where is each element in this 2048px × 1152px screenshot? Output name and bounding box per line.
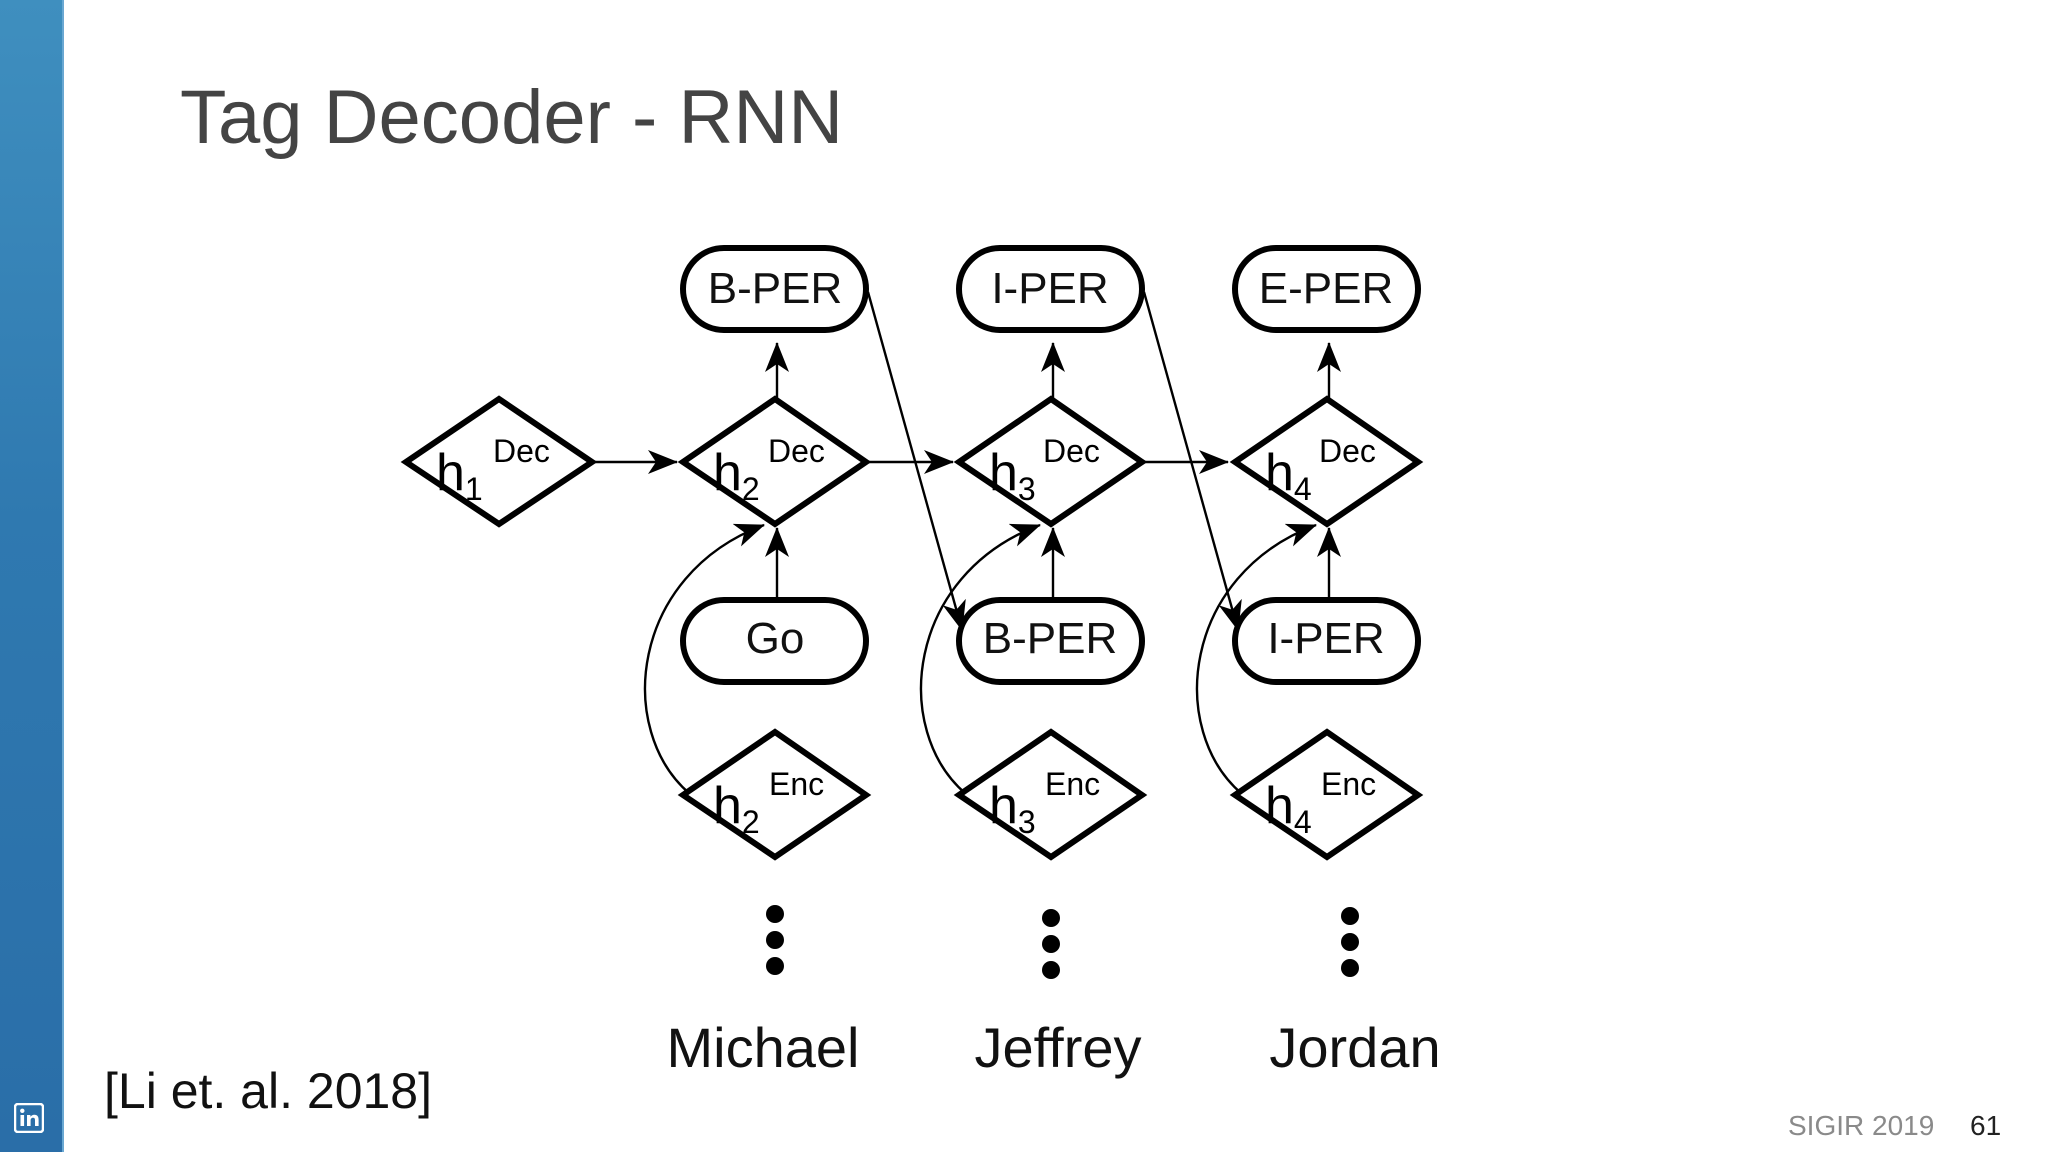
input-word-1: Michael bbox=[667, 1016, 860, 1079]
decoder-state-4: h4 Dec bbox=[1229, 395, 1424, 528]
ellipsis-2 bbox=[1042, 909, 1060, 979]
input-word-3: Jordan bbox=[1269, 1016, 1440, 1079]
arrow-out2-in3 bbox=[1142, 291, 1242, 631]
decoder-state-2: h2 Dec bbox=[677, 395, 872, 528]
arrow-enc2-dec2 bbox=[643, 523, 765, 795]
encoder-state-3-sub: 3 bbox=[1018, 804, 1036, 840]
svg-text:h4: h4 bbox=[1265, 444, 1312, 507]
decoder-state-2-sub: 2 bbox=[742, 471, 760, 507]
ellipsis-1 bbox=[766, 905, 784, 975]
encoder-state-4: h4 Enc bbox=[1229, 728, 1424, 861]
decoder-state-3: h3 Dec bbox=[953, 395, 1148, 528]
encoder-state-3-sup: Enc bbox=[1045, 766, 1100, 802]
decoder-state-2-base: h bbox=[713, 444, 742, 502]
arrow-out1-in2 bbox=[866, 291, 966, 631]
input-tag-2: B-PER bbox=[956, 597, 1145, 685]
decoder-state-3-base: h bbox=[989, 444, 1018, 502]
input-word-2: Jeffrey bbox=[974, 1016, 1141, 1079]
svg-text:h2: h2 bbox=[713, 444, 760, 507]
decoder-state-3-sub: 3 bbox=[1018, 471, 1036, 507]
encoder-state-2-sup: Enc bbox=[769, 766, 824, 802]
encoder-state-2-sub: 2 bbox=[742, 804, 760, 840]
linkedin-icon bbox=[14, 1103, 44, 1133]
encoder-state-4-sub: 4 bbox=[1294, 804, 1312, 840]
svg-text:h2: h2 bbox=[713, 777, 760, 840]
encoder-state-3: h3 Enc bbox=[953, 728, 1148, 861]
output-tag-2-label: I-PER bbox=[991, 264, 1108, 313]
output-tag-3-label: E-PER bbox=[1259, 264, 1393, 313]
input-tag-1: Go bbox=[680, 597, 869, 685]
input-tag-3-label: I-PER bbox=[1267, 614, 1384, 663]
encoder-state-3-base: h bbox=[989, 777, 1018, 835]
input-tag-3: I-PER bbox=[1232, 597, 1421, 685]
decoder-state-1: h1 Dec bbox=[400, 395, 598, 528]
decoder-state-1-sup: Dec bbox=[493, 433, 550, 469]
arrow-enc3-dec3 bbox=[919, 523, 1041, 795]
encoder-state-4-base: h bbox=[1265, 777, 1294, 835]
svg-text:h3: h3 bbox=[989, 444, 1036, 507]
page-title: Tag Decoder - RNN bbox=[180, 75, 844, 160]
encoder-state-4-sup: Enc bbox=[1321, 766, 1376, 802]
sidebar-band bbox=[0, 0, 64, 1152]
svg-text:h1: h1 bbox=[436, 444, 483, 507]
decoder-state-2-sup: Dec bbox=[768, 433, 825, 469]
arrow-enc4-dec4 bbox=[1195, 523, 1317, 795]
footer-conference: SIGIR 2019 bbox=[1788, 1110, 1935, 1141]
ellipsis-3 bbox=[1341, 907, 1359, 977]
decoder-state-4-sup: Dec bbox=[1319, 433, 1376, 469]
svg-text:h3: h3 bbox=[989, 777, 1036, 840]
encoder-state-2: h2 Enc bbox=[677, 728, 872, 861]
decoder-state-4-base: h bbox=[1265, 444, 1294, 502]
input-tag-1-label: Go bbox=[746, 614, 805, 663]
citation: [Li et. al. 2018] bbox=[104, 1063, 433, 1119]
svg-text:h4: h4 bbox=[1265, 777, 1312, 840]
diagram-arrows bbox=[592, 291, 1341, 795]
decoder-state-4-sub: 4 bbox=[1294, 471, 1312, 507]
output-tag-2: I-PER bbox=[956, 245, 1145, 333]
footer-page-number: 61 bbox=[1970, 1110, 2002, 1141]
encoder-state-2-base: h bbox=[713, 777, 742, 835]
input-tag-2-label: B-PER bbox=[983, 614, 1117, 663]
output-tag-1-label: B-PER bbox=[708, 264, 842, 313]
output-tag-1: B-PER bbox=[680, 245, 869, 333]
decoder-state-3-sup: Dec bbox=[1043, 433, 1100, 469]
sidebar-edge bbox=[62, 0, 64, 1152]
decoder-state-1-base: h bbox=[436, 444, 465, 502]
decoder-state-1-sub: 1 bbox=[465, 471, 483, 507]
output-tag-3: E-PER bbox=[1232, 245, 1421, 333]
